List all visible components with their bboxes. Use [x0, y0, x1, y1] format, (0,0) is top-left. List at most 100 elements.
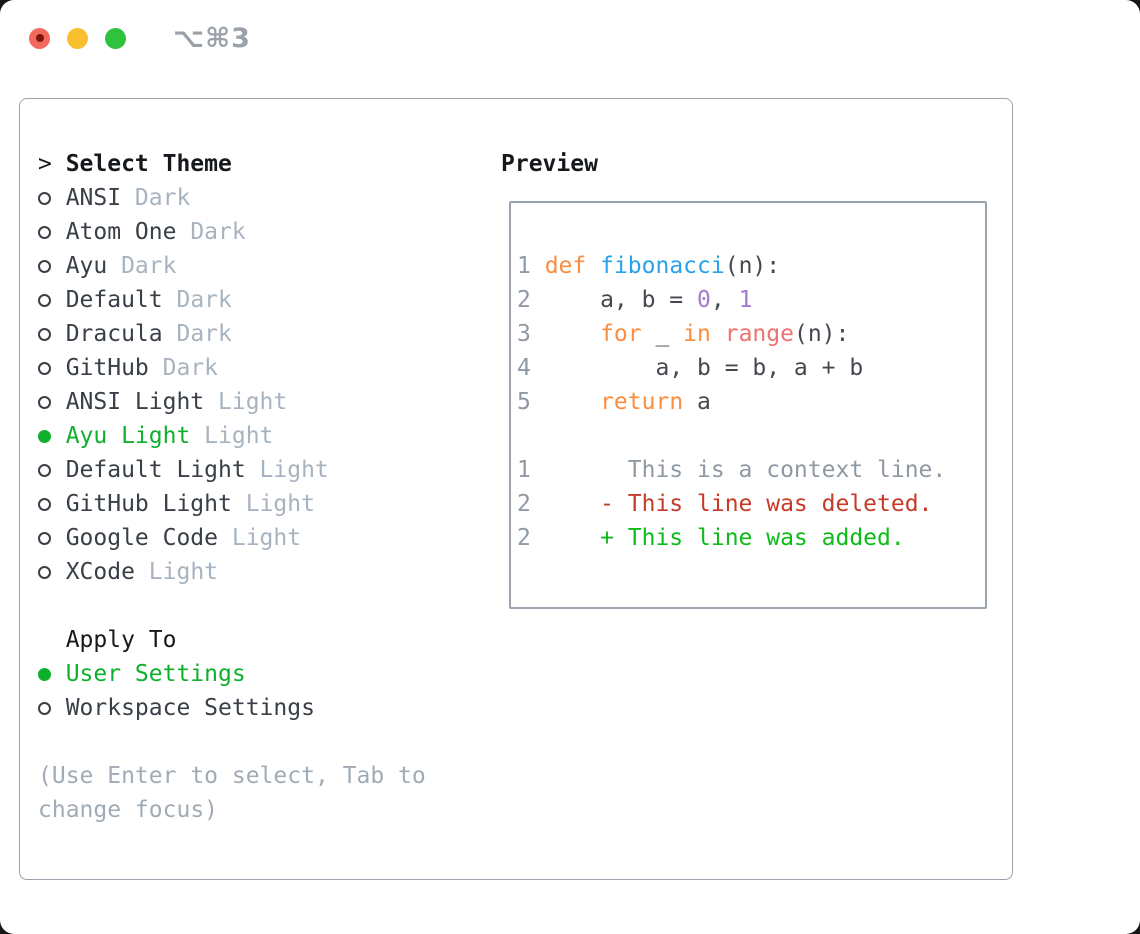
code-token: a — [683, 389, 711, 415]
theme-item-ansi[interactable]: ANSI Dark — [38, 181, 426, 215]
radio-icon — [38, 327, 66, 341]
theme-variant-label: Dark — [176, 287, 232, 313]
select-theme-title: Select Theme — [65, 151, 232, 177]
code-token: for — [600, 321, 642, 347]
theme-variant-label: Dark — [190, 219, 246, 245]
code-token: _ — [641, 321, 684, 347]
line-number: 5 — [517, 389, 531, 415]
theme-item-label: Atom One — [65, 219, 177, 245]
spacer — [517, 419, 946, 453]
theme-item-default-light[interactable]: Default Light Light — [38, 453, 426, 487]
code-line: 2 a, b = 0, 1 — [517, 283, 946, 317]
code-token — [711, 321, 725, 347]
theme-variant-label: Light — [148, 559, 219, 585]
minimize-button[interactable] — [67, 27, 88, 49]
theme-variant-label: Light — [218, 389, 288, 415]
maximize-button[interactable] — [105, 27, 126, 49]
code-token — [545, 389, 600, 415]
theme-item-google-code[interactable]: Google Code Light — [38, 521, 426, 555]
radio-icon — [38, 259, 66, 273]
select-theme-header: > Select Theme — [38, 147, 426, 181]
theme-variant-label: Light — [259, 457, 329, 483]
code-token — [586, 253, 600, 279]
code-token: in — [683, 321, 711, 347]
code-token: a, b = — [544, 287, 698, 313]
theme-variant-label: Dark — [162, 355, 219, 381]
line-number: 1 — [517, 253, 531, 279]
code-token: (n): — [724, 253, 781, 279]
theme-item-label: Ayu — [65, 253, 108, 279]
theme-item-default[interactable]: Default Dark — [38, 283, 426, 317]
code-line: 2 + This line was added. — [517, 521, 946, 555]
theme-item-label: GitHub Light — [65, 491, 232, 517]
theme-variant-label: Light — [204, 423, 274, 449]
line-number: 2 — [517, 525, 531, 551]
help-text-line-2: change focus) — [38, 797, 219, 823]
unsaved-dot-icon — [35, 34, 44, 42]
theme-item-dracula[interactable]: Dracula Dark — [38, 317, 426, 351]
line-number: 3 — [517, 321, 531, 347]
spacer — [38, 589, 426, 623]
code-token: 1 — [738, 287, 753, 313]
code-token: return — [600, 389, 684, 415]
theme-item-ayu[interactable]: Ayu Dark — [38, 249, 426, 283]
radio-icon — [38, 361, 66, 375]
code-token: 0 — [697, 287, 711, 313]
apply-option-workspace-settings[interactable]: Workspace Settings — [38, 691, 426, 725]
code-line: 3 for _ in range(n): — [517, 317, 946, 351]
theme-item-label: ANSI Light — [65, 389, 205, 415]
theme-item-label: Google Code — [65, 525, 219, 551]
theme-item-label: Default — [65, 287, 163, 313]
theme-variant-label: Light — [245, 491, 315, 517]
code-token: + This line was added. — [544, 525, 905, 551]
code-token: This is a context line. — [544, 457, 947, 483]
theme-item-github-light[interactable]: GitHub Light Light — [38, 487, 426, 521]
radio-icon — [38, 565, 66, 579]
code-line: 5 return a — [517, 385, 946, 419]
theme-variant-label: Light — [231, 525, 302, 551]
code-token: - This line was deleted. — [544, 491, 933, 517]
radio-icon — [38, 395, 66, 409]
code-token: a, b = b, a + b — [544, 355, 864, 381]
code-token: , — [710, 287, 739, 313]
theme-item-ayu-light[interactable]: Ayu Light Light — [38, 419, 426, 453]
radio-icon — [38, 531, 66, 545]
theme-item-label: Dracula — [65, 321, 163, 347]
theme-variant-label: Dark — [134, 185, 191, 211]
code-token: range — [724, 321, 794, 347]
help-text-line-1: (Use Enter to select, Tab to — [38, 763, 426, 789]
theme-item-ansi-light[interactable]: ANSI Light Light — [38, 385, 426, 419]
theme-item-label: Ayu Light — [65, 423, 191, 449]
line-number: 2 — [517, 287, 531, 313]
radio-icon — [38, 701, 66, 715]
theme-item-atom-one[interactable]: Atom One Dark — [38, 215, 426, 249]
theme-variant-label: Dark — [121, 253, 177, 279]
line-number: 1 — [517, 457, 531, 483]
close-button[interactable] — [29, 27, 50, 49]
theme-item-github[interactable]: GitHub Dark — [38, 351, 426, 385]
radio-icon — [38, 293, 66, 307]
theme-item-label: ANSI — [65, 185, 122, 211]
spacer — [38, 725, 426, 759]
code-line: 4 a, b = b, a + b — [517, 351, 946, 385]
theme-variant-label: Dark — [176, 321, 232, 347]
code-line: 1 def fibonacci(n): — [517, 249, 946, 283]
apply-to-header: Apply To — [38, 623, 426, 657]
apply-option-label: User Settings — [65, 661, 246, 687]
window-title-shortcut: ⌥⌘3 — [173, 22, 251, 54]
apply-option-label: Workspace Settings — [65, 695, 315, 721]
apply-option-user-settings[interactable]: User Settings — [38, 657, 426, 691]
code-token: def — [544, 253, 587, 279]
code-token: (n): — [793, 321, 850, 347]
code-token: fibonacci — [600, 253, 725, 279]
theme-item-label: Default Light — [65, 457, 246, 483]
radio-icon — [38, 225, 66, 239]
theme-item-label: GitHub — [65, 355, 149, 381]
